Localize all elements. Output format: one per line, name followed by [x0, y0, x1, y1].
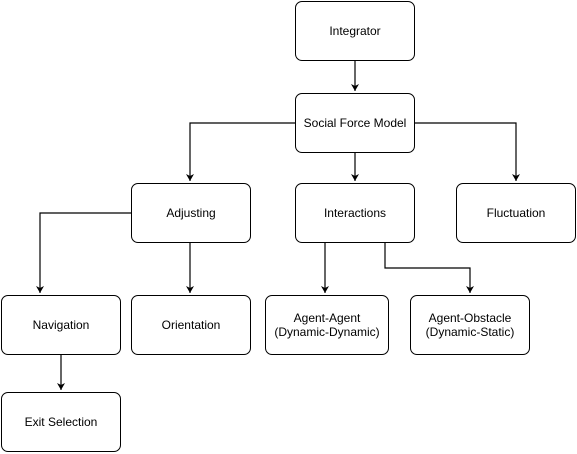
node-social-force-model: Social Force Model: [295, 93, 415, 153]
node-agent-obstacle-label: Agent-Obstacle: [428, 311, 512, 325]
node-agent-obstacle: Agent-Obstacle (Dynamic-Static): [410, 295, 530, 355]
node-social-force-model-label: Social Force Model: [303, 116, 407, 130]
node-interactions: Interactions: [295, 183, 415, 243]
node-interactions-label: Interactions: [323, 206, 387, 220]
node-adjusting: Adjusting: [131, 183, 251, 243]
node-exit-selection-label: Exit Selection: [24, 415, 98, 429]
node-fluctuation-label: Fluctuation: [486, 206, 546, 220]
edge-social-force-model-to-fluctuation: [415, 122, 520, 181]
edge-interactions-to-agent-obstacle: [384, 243, 474, 293]
node-navigation-label: Navigation: [32, 318, 90, 332]
node-navigation: Navigation: [1, 295, 121, 355]
node-fluctuation: Fluctuation: [456, 183, 576, 243]
edge-social-force-model-to-adjusting: [186, 122, 295, 181]
node-agent-agent-sublabel: (Dynamic-Dynamic): [274, 325, 380, 339]
node-exit-selection: Exit Selection: [1, 392, 121, 452]
node-agent-agent: Agent-Agent (Dynamic-Dynamic): [265, 295, 389, 355]
node-orientation-label: Orientation: [161, 318, 221, 332]
node-orientation: Orientation: [131, 295, 251, 355]
node-adjusting-label: Adjusting: [166, 206, 216, 220]
edge-adjusting-to-navigation: [36, 212, 131, 293]
node-agent-obstacle-sublabel: (Dynamic-Static): [425, 325, 515, 339]
node-agent-agent-label: Agent-Agent: [293, 311, 361, 325]
node-integrator-label: Integrator: [329, 24, 381, 38]
node-integrator: Integrator: [295, 1, 415, 61]
